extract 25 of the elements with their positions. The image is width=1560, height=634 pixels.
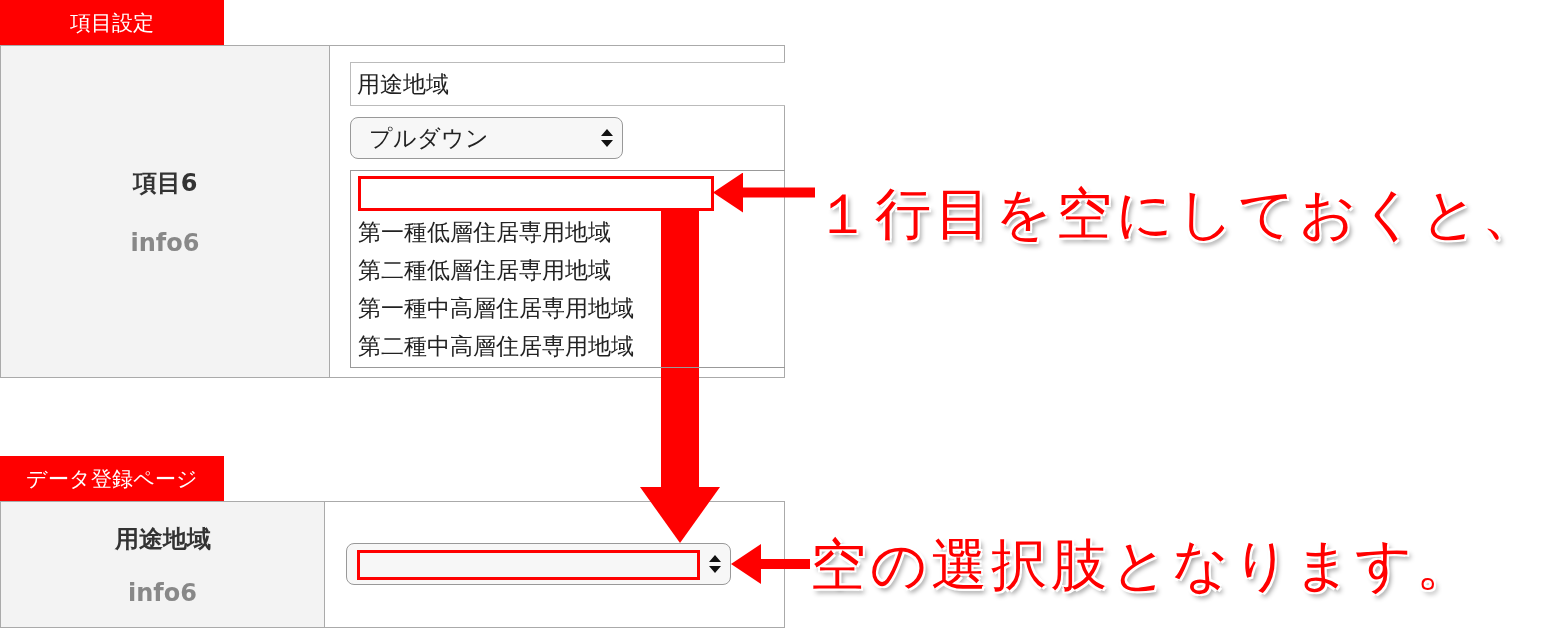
text-input-field: 用途地域 [350,62,785,106]
callout-text: １行目を空にしておくと、 [815,180,1542,248]
option-text: 第一種中高層住居専用地域 [358,294,634,323]
section-tab [0,0,224,45]
option-text: 第二種低層住居専用地域 [358,256,611,285]
callout-text: 空の選択肢となります。 [810,531,1476,599]
label-cell [0,501,325,628]
field-name: 用途地域 [114,523,211,555]
options-textarea [350,170,785,368]
label-cell [0,45,330,378]
select-dropdown: プルダウン [350,117,623,159]
section-tab [0,456,224,501]
tab-title: データ登録ページ [26,465,198,493]
field-name: 項目6 [132,167,198,199]
highlight-box [357,550,700,580]
arrow [731,544,810,584]
option-text: 第二種中高層住居専用地域 [358,332,634,361]
select-dropdown [346,543,731,585]
field-code: info6 [130,228,200,257]
option-text: 第一種低層住居専用地域 [358,218,611,247]
arrow [640,210,720,543]
field-code: info6 [128,578,197,607]
highlight-box [358,176,714,211]
tab-title: 項目設定 [70,9,154,37]
arrow [713,172,815,213]
